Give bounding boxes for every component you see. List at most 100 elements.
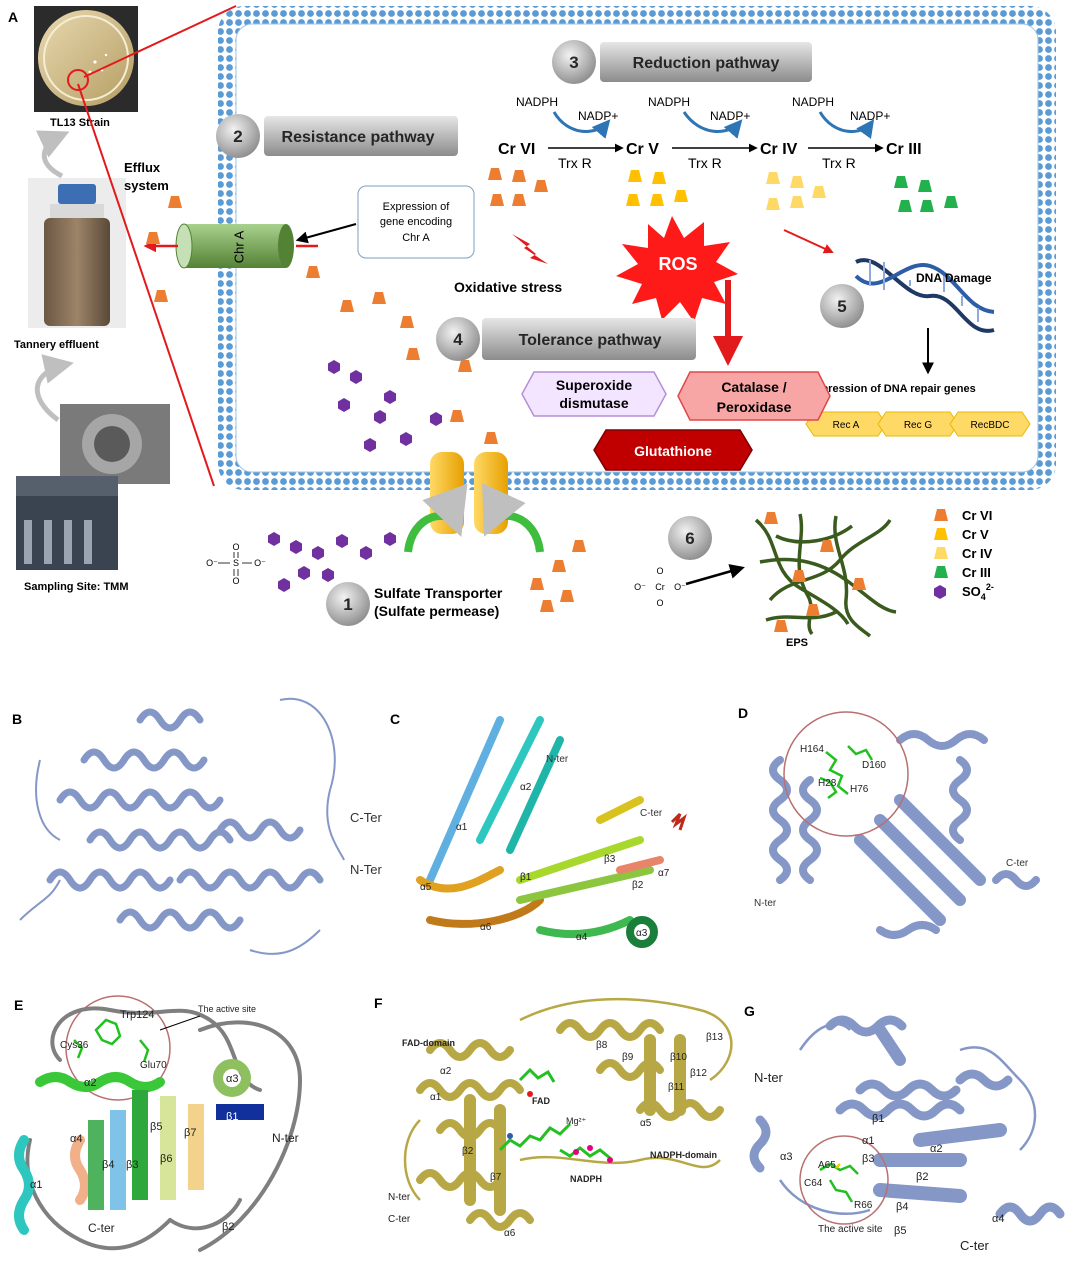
- tolerance-pathway-label: 4 Tolerance pathway: [436, 317, 696, 361]
- protein-c-label-8: α7: [658, 868, 670, 879]
- protein-f-label-2: Mg²⁺: [566, 1116, 586, 1126]
- protein-f-label-9: β2: [462, 1146, 474, 1157]
- chromate-cr: Cr: [655, 582, 665, 592]
- protein-g-label-7: A65: [818, 1160, 836, 1171]
- protein-f-label-7: α2: [440, 1066, 452, 1077]
- protein-e-label-5: α3: [226, 1073, 238, 1085]
- catalase-peroxidase-box: Catalase / Peroxidase: [677, 371, 831, 421]
- protein-e-label-11: β4: [102, 1159, 114, 1171]
- panel-c: C N-ter C-ter α1 α2 α5 α6 α4 α3 α7 β1 β2…: [390, 711, 687, 948]
- panel-c-letter: C: [390, 711, 400, 727]
- protein-f-label-11: β8: [596, 1040, 608, 1051]
- protein-g-loops: [778, 1022, 1037, 1215]
- protein-e-label-6: α1: [30, 1179, 42, 1191]
- trxr-3: Trx R: [822, 155, 856, 171]
- pathway-1-line1: Sulfate Transporter: [374, 585, 503, 601]
- nadp-2: NADP+: [710, 109, 750, 123]
- trxr-1: Trx R: [558, 155, 592, 171]
- protein-b-loops: [19, 697, 345, 955]
- protein-g-label-8: C64: [804, 1178, 823, 1189]
- curved-arrow-1: [35, 130, 70, 179]
- protein-c-label-3: α2: [520, 782, 532, 793]
- protein-e-label-10: β3: [126, 1159, 138, 1171]
- panel-f-letter: F: [374, 995, 383, 1011]
- chromate-o-top: O: [656, 566, 663, 576]
- protein-e-label-3: Glu70: [140, 1060, 167, 1071]
- lightning-icon: [512, 234, 548, 264]
- protein-g-label-3: β3: [862, 1153, 874, 1165]
- protein-g-label-12: β5: [894, 1225, 906, 1237]
- protein-g-label-14: The active site: [818, 1224, 883, 1235]
- protein-f-label-10: β7: [490, 1172, 502, 1183]
- protein-f-label-13: β10: [670, 1052, 687, 1063]
- protein-c-label-4: α5: [420, 882, 432, 893]
- site-photo: [16, 404, 170, 570]
- protein-e-label-14: N-ter: [272, 1131, 299, 1145]
- rec-gene-1: Rec A: [833, 420, 860, 431]
- protein-g-label-6: α3: [780, 1151, 792, 1163]
- efflux-label-2: system: [124, 178, 169, 193]
- rec-gene-2: Rec G: [904, 420, 933, 431]
- protein-g-label-10: β4: [896, 1201, 908, 1213]
- efflux-label-1: Efflux: [124, 160, 161, 175]
- panel-e-letter: E: [14, 997, 23, 1013]
- glutathione-label: Glutathione: [634, 443, 712, 459]
- protein-e-label-4: α2: [84, 1077, 96, 1089]
- trxr-2: Trx R: [688, 155, 722, 171]
- sod-line2: dismutase: [559, 395, 628, 411]
- pathway-3-label: Reduction pathway: [633, 55, 780, 72]
- panel-d-letter: D: [738, 705, 748, 721]
- sulfate-o-left: O⁻: [206, 558, 218, 568]
- eps-network: [754, 513, 897, 638]
- pathway-1-number: 1: [343, 595, 352, 614]
- protein-f-label-12: β9: [622, 1052, 634, 1063]
- reduction-pathway-label: 3 Reduction pathway: [552, 40, 812, 84]
- chromate-o-bottom: O: [656, 598, 663, 608]
- eps-arrow: [685, 564, 745, 586]
- active-site-residues-e: [73, 1018, 150, 1063]
- active-site-pointer-e: [159, 1015, 201, 1031]
- pathway-6-number: 6: [685, 529, 694, 548]
- pathway-5-number: 5: [837, 297, 846, 316]
- catalase-line1: Catalase /: [721, 379, 786, 395]
- protein-c-label-1: C-ter: [640, 808, 663, 819]
- protein-e-label-2: Cys36: [60, 1040, 89, 1051]
- legend-swatch-4: [934, 585, 946, 599]
- sulfate-s: S: [233, 558, 239, 568]
- pathway-6-label: EPS: [786, 637, 808, 649]
- protein-f-label-8: α1: [430, 1092, 442, 1103]
- protein-d-label-3: H76: [850, 784, 869, 795]
- legend-swatch-0: [934, 509, 948, 521]
- protein-g-label-1: β1: [872, 1113, 884, 1125]
- dna-helix-icon: [854, 258, 995, 333]
- protein-f-label-18: α6: [504, 1228, 516, 1239]
- chromate-o-right: O⁻: [674, 582, 686, 592]
- active-site-circle-g: [799, 1135, 889, 1225]
- protein-c-label-5: α6: [480, 922, 492, 933]
- protein-c-label-7: α3: [636, 928, 648, 939]
- protein-e-label-15: C-ter: [88, 1221, 115, 1235]
- pathway-6-circle: [668, 516, 712, 560]
- cr4-damage-arrow: [783, 229, 834, 254]
- cofactor-arrow-3: [818, 111, 875, 139]
- cofactor-arrow-1: [552, 111, 611, 139]
- nadph-2: NADPH: [648, 95, 690, 109]
- protein-e-helices: [14, 1059, 251, 1235]
- legend-label-2: Cr IV: [962, 546, 993, 561]
- nadp-3: NADP+: [850, 109, 890, 123]
- ros-label: ROS: [658, 254, 697, 274]
- active-site-circle-e: [65, 995, 171, 1101]
- site-caption: Sampling Site: TMM: [24, 581, 129, 593]
- resistance-pathway-label: 2 Resistance pathway: [216, 114, 458, 158]
- protein-d-label-0: H164: [800, 744, 824, 755]
- effluent-photo: [28, 178, 126, 328]
- legend-label-4: SO42-: [962, 582, 994, 602]
- protein-c-cter-tail: [670, 812, 687, 831]
- protein-e-label-13: β1: [226, 1111, 238, 1123]
- panel-a: A TL13 Strain Tannery effluent Sa: [8, 5, 1056, 649]
- protein-d-label-5: C-ter: [1006, 858, 1029, 869]
- sod-line1: Superoxide: [556, 377, 632, 393]
- protein-f-loops: [403, 997, 733, 1201]
- protein-e-label-8: β5: [150, 1121, 162, 1133]
